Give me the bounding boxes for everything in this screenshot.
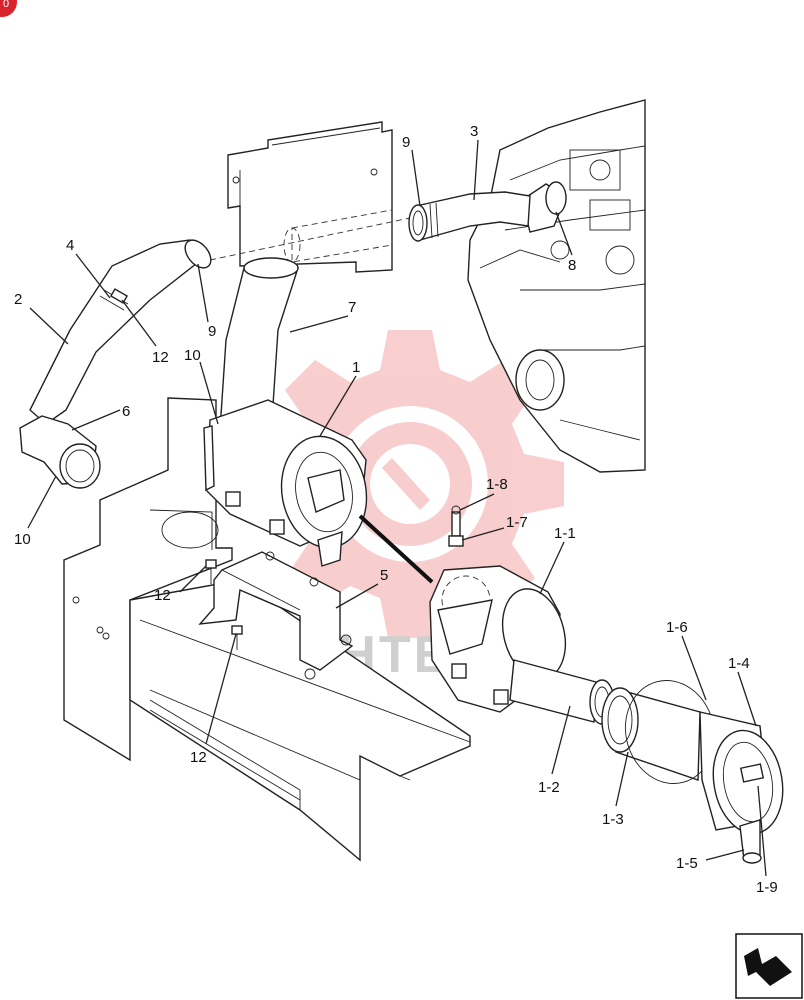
left-frame-wall	[63, 397, 233, 762]
next-page-arrow-icon[interactable]	[735, 933, 803, 999]
safety-element-part-1-2	[509, 659, 615, 725]
dust-valve-part-1-5	[739, 819, 762, 864]
air-cleaner-assembly-part-1	[203, 399, 368, 567]
callout-6: 6	[122, 403, 130, 420]
bent-tube-part-2	[29, 239, 212, 425]
elbow-part-6	[19, 415, 101, 489]
callout-8: 8	[568, 257, 576, 274]
callout-2: 2	[14, 291, 22, 308]
turbo-elbow-part-8	[521, 181, 567, 233]
corner-badge-label: 0	[3, 0, 9, 10]
bolt-part-12-b	[231, 625, 243, 650]
corner-badge: 0	[0, 0, 17, 17]
floor-frame	[129, 579, 471, 862]
indicator-part-1-8	[448, 505, 464, 547]
callout-labels: 3 9 8 4 2 12 9 7 1 10 6 10 12 12 5 1-8 1…	[14, 123, 778, 896]
mount-bracket-part-5	[198, 551, 354, 680]
callout-1-8: 1-8	[486, 476, 508, 493]
callout-12: 12	[190, 749, 207, 766]
callout-1-4: 1-4	[728, 655, 750, 672]
intake-hose-part-3	[408, 191, 531, 242]
callout-1-5: 1-5	[676, 855, 698, 872]
rear-bulkhead-panel	[227, 121, 393, 273]
cover-part-1-4	[699, 711, 784, 835]
callout-12: 12	[154, 587, 171, 604]
primary-element-part-1-3	[601, 687, 701, 781]
callout-3: 3	[470, 123, 478, 140]
callout-12: 12	[152, 349, 169, 366]
callout-1-9: 1-9	[756, 879, 778, 896]
callout-10: 10	[14, 531, 31, 548]
callout-1-3: 1-3	[602, 811, 624, 828]
callout-4: 4	[66, 237, 74, 254]
callout-10: 10	[184, 347, 201, 364]
bolt-part-12-a	[205, 559, 217, 584]
explode-arrow	[358, 514, 434, 584]
callout-1-2: 1-2	[538, 779, 560, 796]
callout-5: 5	[380, 567, 388, 584]
callout-1-6: 1-6	[666, 619, 688, 636]
callout-1-7: 1-7	[506, 514, 528, 531]
callout-1: 1	[352, 359, 360, 376]
callout-1-1: 1-1	[554, 525, 576, 542]
leader-lines	[27, 139, 767, 877]
callout-7: 7	[348, 299, 356, 316]
callout-9: 9	[208, 323, 216, 340]
callout-9: 9	[402, 134, 410, 151]
